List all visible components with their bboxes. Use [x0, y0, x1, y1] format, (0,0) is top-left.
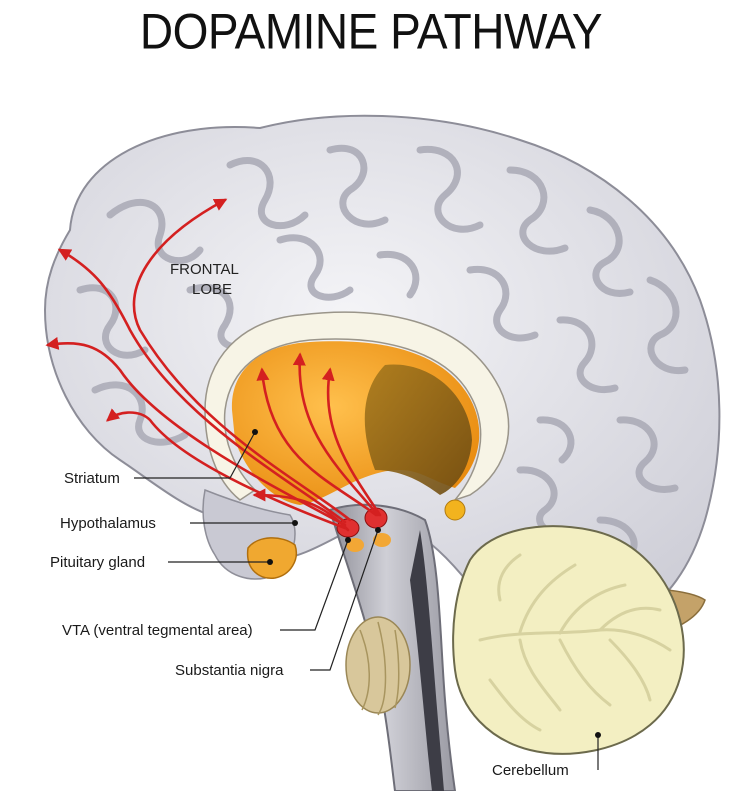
striatum-label: Striatum — [64, 470, 120, 487]
pons — [346, 617, 410, 713]
pituitary-gland-shape — [248, 538, 297, 578]
cerebellum-label: Cerebellum — [492, 762, 569, 779]
vta-label: VTA (ventral tegmental area) — [62, 622, 253, 639]
frontal-lobe-label-1: FRONTAL — [170, 261, 239, 278]
substantia-nigra-label: Substantia nigra — [175, 662, 284, 679]
hypothalamus-label: Hypothalamus — [60, 515, 156, 532]
pituitary-gland-label: Pituitary gland — [50, 554, 145, 571]
pineal-gland — [445, 500, 465, 520]
frontal-lobe-label-2: LOBE — [192, 281, 232, 298]
